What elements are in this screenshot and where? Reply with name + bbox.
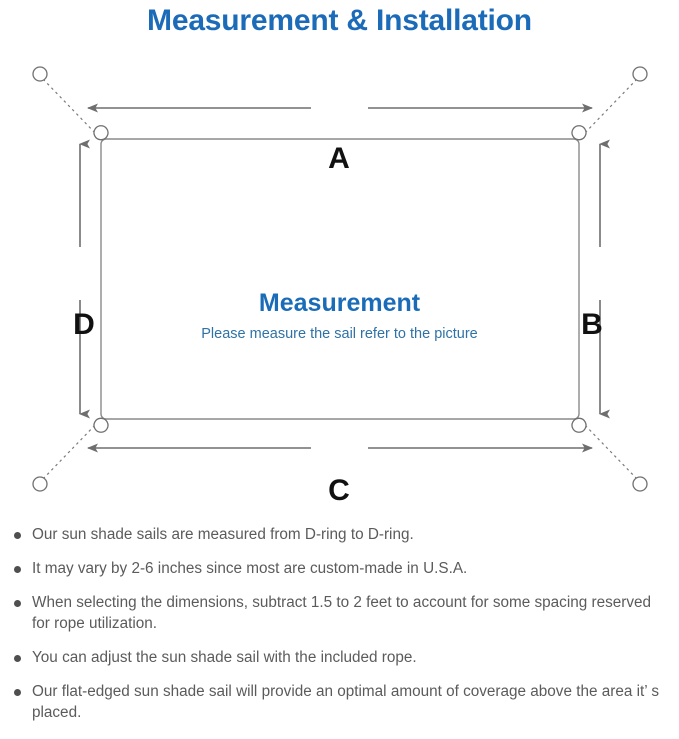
anchor-point-bottom-left	[32, 476, 48, 492]
anchor-point-bottom-right	[632, 476, 648, 492]
list-item: It may vary by 2-6 inches since most are…	[0, 558, 679, 579]
anchor-point-top-right	[632, 66, 648, 82]
list-item-text: Our sun shade sails are measured from D-…	[32, 526, 414, 543]
bullet-icon	[14, 566, 21, 573]
rope-top-left	[41, 77, 100, 138]
dimension-label-b: B	[581, 308, 603, 341]
bullet-icon	[14, 655, 21, 662]
list-item-text: Our flat-edged sun shade sail will provi…	[32, 683, 659, 721]
notes-list: Our sun shade sails are measured from D-…	[0, 524, 679, 736]
list-item-text: It may vary by 2-6 inches since most are…	[32, 560, 468, 577]
diagram-center-label: Measurement	[258, 289, 421, 317]
d-ring-bottom-right	[571, 417, 587, 433]
list-item-text: You can adjust the sun shade sail with t…	[32, 649, 417, 666]
bullet-icon	[14, 532, 21, 539]
list-item: You can adjust the sun shade sail with t…	[0, 647, 679, 668]
d-ring-top-left	[93, 125, 109, 141]
list-item: When selecting the dimensions, subtract …	[0, 592, 679, 634]
bullet-icon	[14, 689, 21, 696]
list-item: Our sun shade sails are measured from D-…	[0, 524, 679, 545]
page-title: Measurement & Installation	[147, 4, 532, 37]
diagram-center-sublabel: Please measure the sail refer to the pic…	[201, 326, 478, 342]
rope-bottom-right	[580, 420, 639, 481]
sail-rectangle	[100, 138, 580, 420]
dimension-label-c: C	[328, 474, 350, 507]
list-item: Our flat-edged sun shade sail will provi…	[0, 681, 679, 723]
anchor-point-top-left	[32, 66, 48, 82]
bullet-icon	[14, 600, 21, 607]
measurement-diagram: Measurement Please measure the sail refe…	[0, 48, 679, 518]
d-ring-top-right	[571, 125, 587, 141]
sail-diagram-svg	[32, 66, 648, 492]
d-ring-bottom-left	[93, 417, 109, 433]
rope-bottom-left	[41, 420, 100, 481]
list-item-text: When selecting the dimensions, subtract …	[32, 594, 652, 632]
dimension-label-a: A	[328, 142, 350, 175]
rope-top-right	[580, 77, 639, 138]
dimension-label-d: D	[73, 308, 95, 341]
